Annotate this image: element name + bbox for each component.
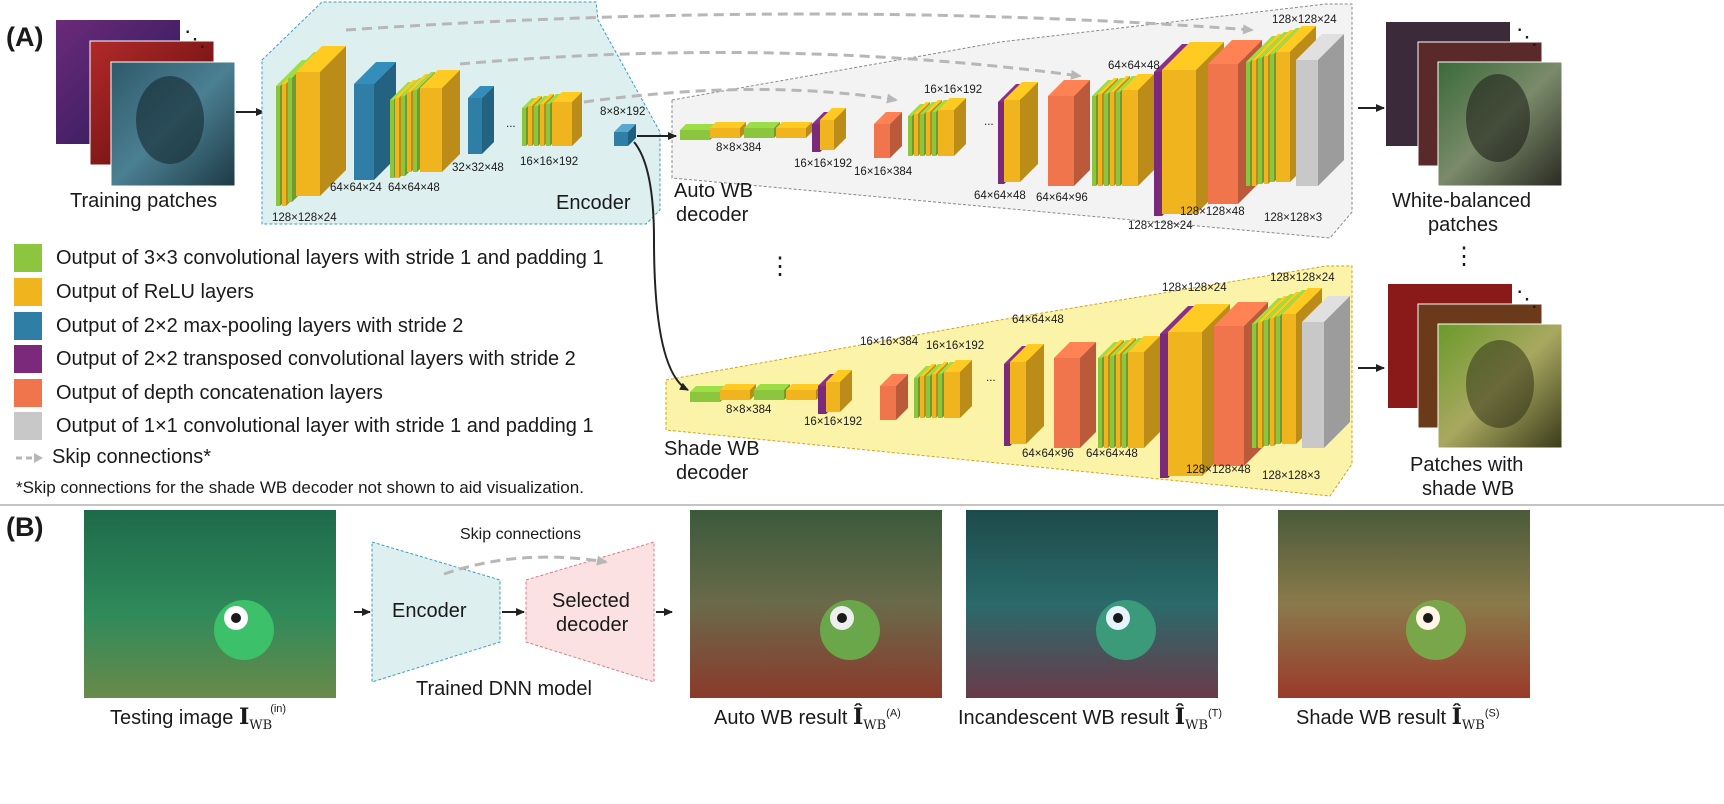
white-balanced-patches-stack	[1386, 22, 1563, 187]
auto-layer-22	[1122, 74, 1154, 186]
shade-layer-13	[944, 360, 972, 418]
testing-image	[84, 510, 336, 698]
auto-result-image	[690, 510, 942, 698]
encoder-layers	[276, 46, 582, 206]
to-shade-arrow	[633, 141, 689, 391]
auto-layer-7	[874, 112, 902, 158]
auto-layer-3	[744, 122, 780, 138]
shade-layer-7	[880, 374, 908, 420]
shade-layer-15	[1010, 344, 1044, 444]
bottleneck-cube	[614, 124, 636, 146]
incandescent-result-image	[966, 510, 1218, 698]
skip-connections-top	[345, 12, 1254, 104]
shade-layer-2	[720, 384, 756, 400]
shade-layer-6	[826, 370, 852, 412]
shade-patches-stack	[1388, 284, 1563, 449]
trained-encoder-trapezoid	[371, 541, 501, 683]
shade-layer-32	[1302, 296, 1350, 448]
auto-layer-32	[1296, 34, 1344, 186]
encoder-layer-11	[420, 70, 460, 172]
selected-decoder-trapezoid	[525, 541, 655, 683]
shade-layer-16	[1054, 342, 1096, 448]
shade-layer-3	[754, 384, 790, 400]
shade-decoder-layers	[690, 288, 1350, 478]
auto-layer-4	[776, 122, 812, 138]
encoder-layer-12	[468, 86, 494, 154]
auto-decoder-layers	[680, 26, 1344, 216]
auto-layer-2	[710, 122, 746, 138]
encoder-layer-5	[354, 62, 396, 180]
auto-layer-13	[938, 98, 966, 156]
auto-layer-15	[1004, 82, 1038, 182]
trained-skip-arc	[443, 555, 608, 576]
training-patches-stack	[56, 20, 236, 187]
encoder-layer-4	[296, 46, 346, 196]
shade-layer-4	[786, 384, 822, 400]
shade-result-image	[1278, 510, 1530, 698]
encoder-layer-18	[552, 92, 582, 146]
auto-layer-16	[1048, 80, 1090, 186]
shade-layer-22	[1128, 336, 1160, 448]
auto-layer-6	[820, 108, 846, 150]
